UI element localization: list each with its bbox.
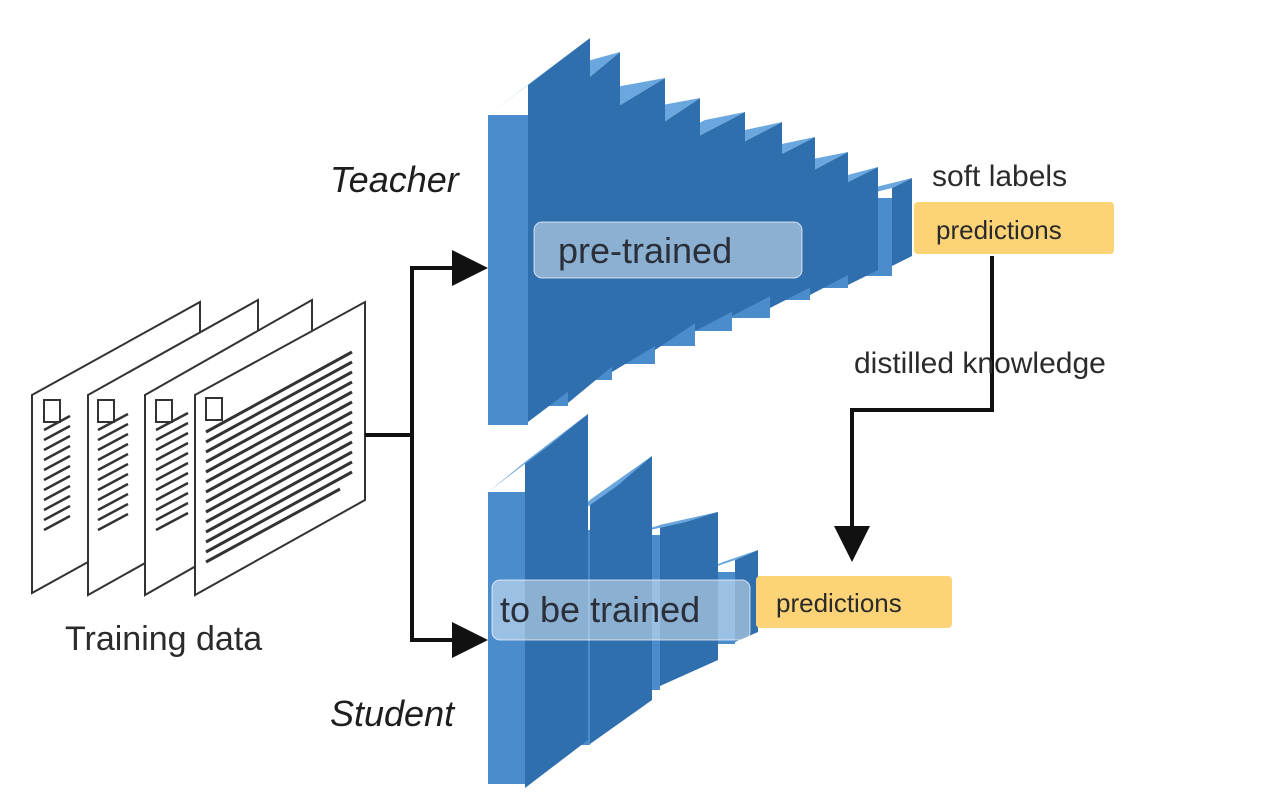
document-icon [155,399,173,423]
teacher-network [488,38,912,425]
distilled-knowledge-label: distilled knowledge [854,347,1106,380]
student-state-label: to be trained [500,589,700,630]
distillation-label-bg [998,340,1184,384]
teacher-state-badge [533,221,803,279]
document-page-front [194,300,366,597]
student-state-badge [491,579,751,641]
soft-labels-label: soft labels [932,160,1067,193]
student-predictions-box [756,576,952,628]
training-data-label: Training data [65,620,262,658]
document-icon [43,399,61,423]
data-flow-connector [365,250,488,658]
teacher-state-label: pre-trained [558,230,732,271]
document-icon [97,399,115,423]
teacher-label: Teacher [330,159,461,200]
student-predictions-label: predictions [776,588,902,618]
teacher-predictions-box [914,202,1114,254]
teacher-predictions-label: predictions [936,215,1062,245]
distillation-arrow [834,256,994,562]
training-data-stack [31,298,366,597]
distillation-label-bg [848,340,988,384]
student-label: Student [330,693,456,734]
document-icon [205,397,223,421]
student-network [488,414,758,788]
teacher-layer [488,38,590,425]
